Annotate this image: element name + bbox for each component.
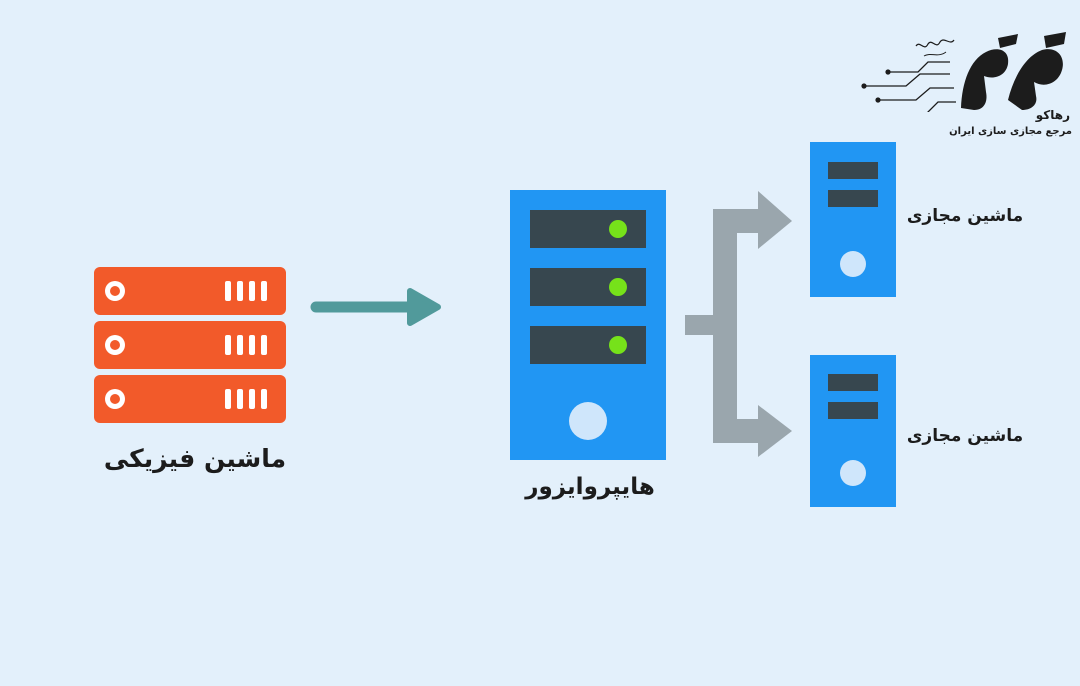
power-button [569,402,607,440]
virtual-machine-icon [810,355,896,507]
physical-server-icon [94,267,286,423]
arrow-right-icon [310,288,441,326]
hypervisor-label: هایپروایزور [525,474,655,500]
virtual-machine-label: ماشین مجازی [906,426,1024,446]
branch-arrow-icon [685,191,792,457]
status-light [609,278,627,296]
drive-bay-2 [530,268,646,306]
logo-tagline: مرجع مجازی سازی ایران [949,126,1072,137]
server-unit-3 [94,375,286,423]
rahaco-logo-icon [861,32,1066,112]
drive-bay-3 [530,326,646,364]
server-unit-1 [94,267,286,315]
drive-bay-1 [530,210,646,248]
status-light [609,220,627,238]
server-unit-2 [94,321,286,369]
physical-machine-label: ماشین فیزیکی [103,444,287,473]
logo-name: رهاکو [1035,108,1070,122]
status-light [609,336,627,354]
hypervisor-server-icon [510,190,666,460]
virtual-machine-label: ماشین مجازی [906,206,1024,226]
virtual-machine-icon [810,142,896,297]
